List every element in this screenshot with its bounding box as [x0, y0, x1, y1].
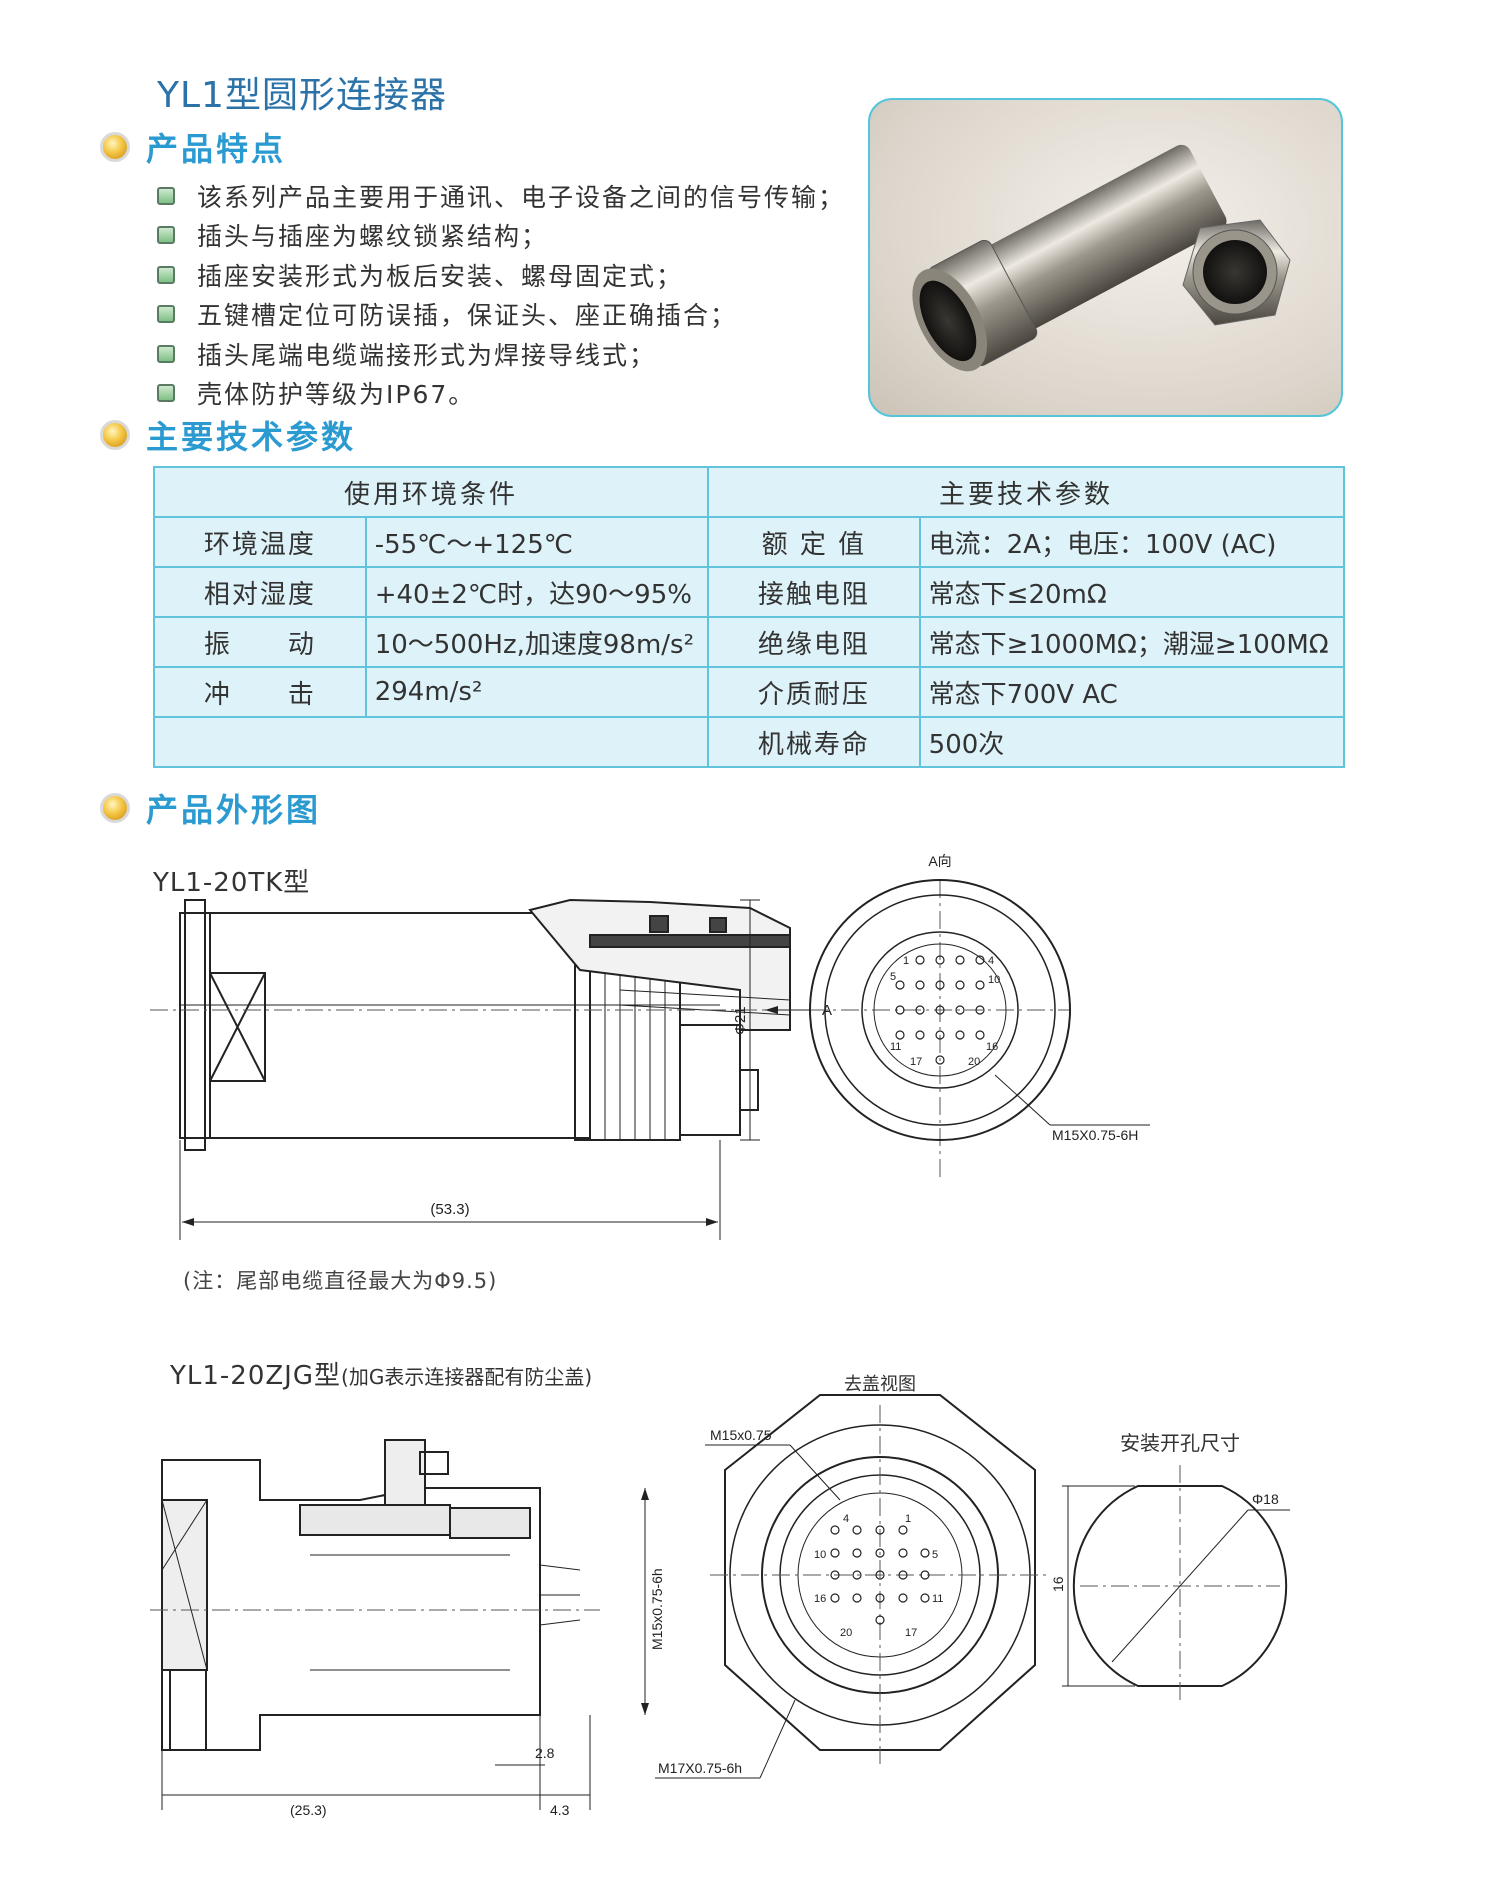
section-specs-title: 主要技术参数: [146, 418, 357, 456]
pin-label: 16: [814, 1593, 826, 1605]
hole-dia-label: Φ18: [1252, 1491, 1279, 1507]
table-row: 振 动 10～500Hz,加速度98m/s² 绝缘电阻 常态下≥1000MΩ；潮…: [153, 616, 1346, 668]
table-cell: 机械寿命: [707, 716, 921, 768]
bottom-thread-label: M17X0.75-6h: [658, 1760, 742, 1776]
drawing2-svg: M15x0.75-6h (25.3) 2.8 4.3 去盖视图 4 1 10 5…: [150, 1374, 1290, 1818]
table-header-parameters: 主要技术参数: [707, 466, 1345, 518]
pin-label: 17: [910, 1056, 922, 1068]
pin-label: 20: [968, 1056, 980, 1068]
table-cell-empty: [152, 716, 710, 768]
receptacle-section: [161, 1439, 581, 1751]
table-header-environment: 使用环境条件: [152, 466, 710, 518]
pin-label: 4: [843, 1513, 849, 1525]
hole-flat-label: 16: [1050, 1576, 1066, 1592]
pin-label: 1: [905, 1513, 911, 1525]
feature-list: 该系列产品主要用于通讯、电子设备之间的信号传输； 插头与插座为螺纹锁紧结构； 插…: [157, 176, 845, 413]
spec-table: 使用环境条件 主要技术参数 环境温度 -55℃～+125℃ 额 定 值 电流：2…: [152, 466, 1346, 768]
table-cell: 10～500Hz,加速度98m/s²: [364, 616, 710, 668]
bullet-circle-icon: [100, 420, 130, 450]
feature-item: 插头与插座为螺纹锁紧结构；: [157, 216, 845, 256]
table-header-row: 使用环境条件 主要技术参数: [152, 466, 1345, 518]
drawing1-note: (注：尾部电缆直径最大为Φ9.5): [183, 1269, 498, 1293]
square-bullet-icon: [157, 384, 175, 403]
section-features-title: 产品特点: [146, 130, 287, 168]
pin-label: 16: [986, 1041, 998, 1053]
dim-a-label: 2.8: [535, 1745, 555, 1761]
table-cell: 常态下≥1000MΩ；潮湿≥100MΩ: [918, 616, 1346, 668]
table-row: 机械寿命 500次: [152, 716, 1346, 768]
page-title: YL1型圆形连接器: [157, 75, 447, 116]
feature-item: 壳体防护等级为IP67。: [157, 374, 845, 414]
table-cell: 冲 击: [153, 666, 367, 718]
square-bullet-icon: [157, 265, 175, 284]
square-bullet-icon: [157, 344, 175, 363]
pin-label: 11: [932, 1593, 943, 1605]
pin-label: 17: [905, 1627, 917, 1639]
drawing2-model-note: (加G表示连接器配有防尘盖): [341, 1365, 593, 1389]
pin-label: 1: [903, 955, 909, 967]
square-bullet-icon: [157, 305, 175, 324]
drawing1-svg: (53.3) Φ21 A A向 1 4 5 10 11 16 17 20: [150, 853, 1150, 1240]
table-cell: 相对湿度: [153, 566, 367, 618]
section-outline-title: 产品外形图: [146, 791, 322, 829]
pin-label: 4: [988, 955, 994, 967]
section-features-header: 产品特点: [100, 124, 286, 170]
table-row: 环境温度 -55℃～+125℃ 额 定 值 电流：2A；电压：100V (AC): [153, 516, 1346, 568]
dim-diameter-label: Φ21: [732, 1006, 749, 1035]
pin-label: 10: [988, 974, 1000, 986]
table-cell: -55℃～+125℃: [364, 516, 710, 568]
table-cell: 常态下700V AC: [918, 666, 1346, 718]
pin-label: 20: [840, 1627, 852, 1639]
plug-body-shape: [209, 912, 591, 1139]
drawing2-model-label: YL1-20ZJG型: [170, 1361, 342, 1391]
table-cell: +40±2℃时，达90～95%: [364, 566, 710, 618]
pin-label: 11: [890, 1041, 901, 1053]
front-view: 去盖视图 4 1 10 5 16 11 20 17 M15x0.75: [655, 1374, 1050, 1779]
mounting-hole-view: 安装开孔尺寸 Φ18 16: [1050, 1432, 1290, 1705]
pin-label: 10: [814, 1549, 826, 1561]
feature-item: 该系列产品主要用于通讯、电子设备之间的信号传输；: [157, 176, 845, 216]
table-cell: 接触电阻: [707, 566, 921, 618]
table-cell: 294m/s²: [364, 666, 710, 718]
thread-label: M15X0.75-6H: [1052, 1127, 1138, 1143]
table-cell: 500次: [918, 716, 1346, 768]
table-row: 冲 击 294m/s² 介质耐压 常态下700V AC: [153, 666, 1346, 718]
feature-item: 插座安装形式为板后安装、螺母固定式；: [157, 255, 845, 295]
pin-label: 5: [932, 1549, 938, 1561]
front-view-title: 去盖视图: [844, 1374, 916, 1394]
section-specs-header: 主要技术参数: [100, 412, 356, 458]
pin-label: 5: [890, 971, 896, 983]
table-cell: 额 定 值: [707, 516, 921, 568]
table-cell: 环境温度: [153, 516, 367, 568]
table-row: 相对湿度 +40±2℃时，达90～95% 接触电阻 常态下≤20mΩ: [153, 566, 1346, 618]
square-bullet-icon: [157, 226, 175, 245]
connector-photo-illustration: [912, 144, 1291, 372]
table-cell: 绝缘电阻: [707, 616, 921, 668]
bullet-circle-icon: [100, 132, 130, 162]
top-thread-label: M15x0.75: [710, 1427, 772, 1443]
table-cell: 电流：2A；电压：100V (AC): [918, 516, 1346, 568]
section-outline-header: 产品外形图: [100, 785, 321, 831]
product-photo: [868, 98, 1343, 417]
drawing2-model-heading: YL1-20ZJG型(加G表示连接器配有防尘盖): [170, 1355, 592, 1392]
hole-title: 安装开孔尺寸: [1120, 1432, 1240, 1455]
dim-c-label: (25.3): [290, 1802, 327, 1818]
dim-b-label: 4.3: [550, 1802, 570, 1818]
a-view-label: A向: [928, 853, 951, 869]
hole-outline: [1072, 1485, 1288, 1687]
table-cell: 振 动: [153, 616, 367, 668]
table-cell: 常态下≤20mΩ: [918, 566, 1346, 618]
dim-length-label: (53.3): [430, 1201, 469, 1218]
side-thread-label: M15x0.75-6h: [649, 1568, 665, 1650]
drawing1-model-label: YL1-20TK型: [153, 868, 311, 898]
a-view: A向 1 4 5 10 11 16 17 20 M15X0.75-6H: [809, 853, 1150, 1178]
table-cell: 介质耐压: [707, 666, 921, 718]
bullet-circle-icon: [100, 793, 130, 823]
square-bullet-icon: [157, 186, 175, 205]
pin-grid: [895, 955, 985, 1065]
feature-item: 五键槽定位可防误插，保证头、座正确插合；: [157, 295, 845, 335]
feature-item: 插头尾端电缆端接形式为焊接导线式；: [157, 334, 845, 374]
